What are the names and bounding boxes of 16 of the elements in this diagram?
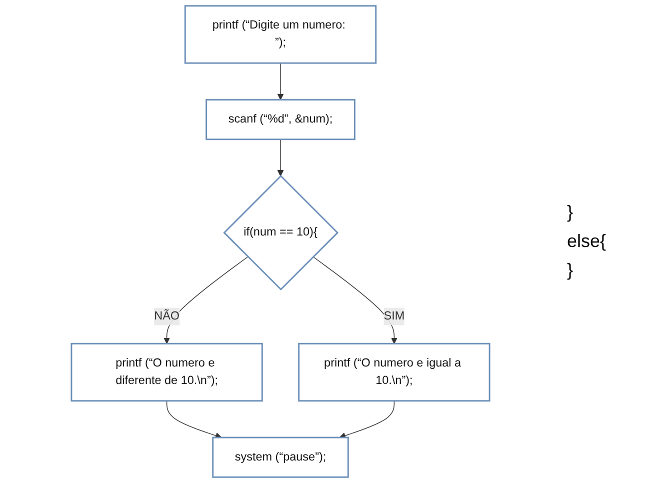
node-box: printf (“O numero e igual a 10.\n”); bbox=[298, 342, 490, 402]
arrow bbox=[312, 256, 398, 344]
arrow bbox=[339, 400, 395, 439]
node-diamond: if(num == 10){ bbox=[223, 175, 339, 290]
edge-label: SIM bbox=[384, 310, 405, 322]
arrow bbox=[166, 400, 222, 439]
node-box: system (“pause”); bbox=[212, 436, 349, 478]
edge-label: NÃO bbox=[154, 310, 180, 322]
node-box: scanf (“%d”, &num); bbox=[206, 99, 356, 140]
node-box: printf (“Digite um numero: ”); bbox=[184, 5, 377, 64]
arrow bbox=[277, 139, 284, 176]
code-text: } bbox=[567, 260, 574, 281]
code-text: else{ bbox=[567, 231, 608, 252]
node-box: printf (“O numero e diferente de 10.\n”); bbox=[70, 342, 263, 402]
code-text: } bbox=[567, 202, 574, 223]
arrow bbox=[277, 62, 284, 100]
